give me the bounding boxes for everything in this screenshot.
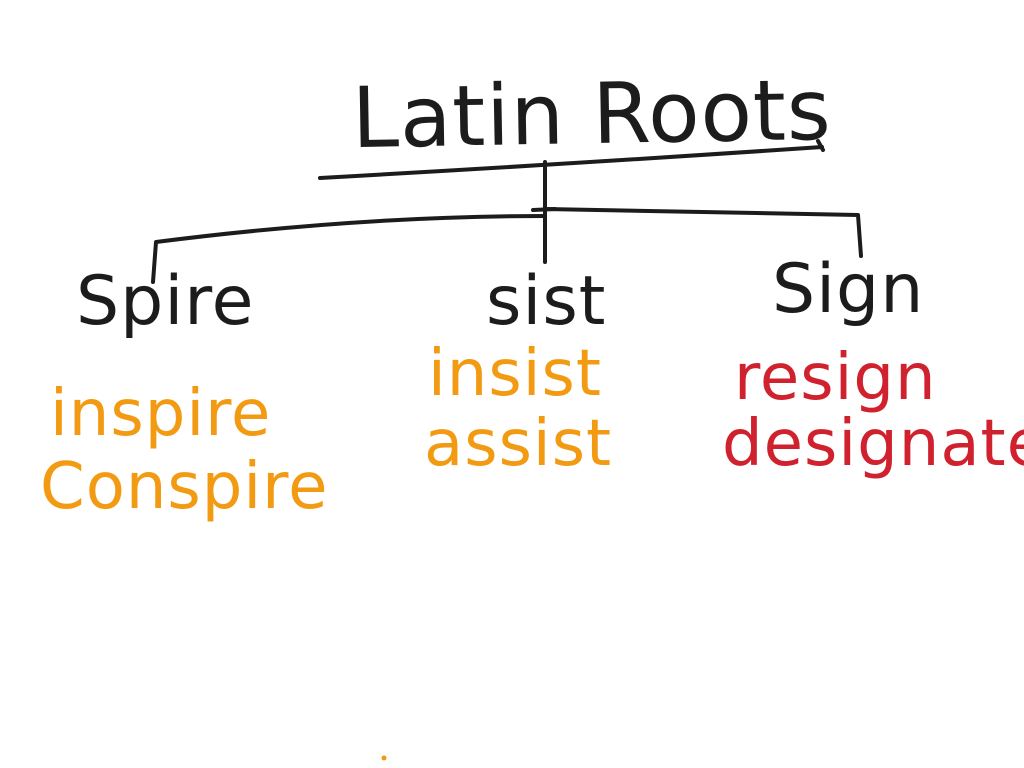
stray-dot <box>381 755 387 761</box>
root-sist: sist <box>486 262 607 341</box>
title-underline-tick <box>816 139 825 152</box>
example-word: assist <box>424 407 613 481</box>
title-underline <box>318 145 824 180</box>
diagram-title: Latin Roots <box>351 60 833 168</box>
example-word: insist <box>428 337 602 411</box>
left-branch <box>151 214 547 284</box>
root-sign: Sign <box>772 250 925 329</box>
example-word: Conspire <box>40 450 329 524</box>
example-word: designate <box>722 407 1024 481</box>
example-word: resign <box>734 341 937 415</box>
example-word: inspire <box>50 377 272 451</box>
right-branch <box>543 207 863 258</box>
root-spire: Spire <box>76 262 255 341</box>
